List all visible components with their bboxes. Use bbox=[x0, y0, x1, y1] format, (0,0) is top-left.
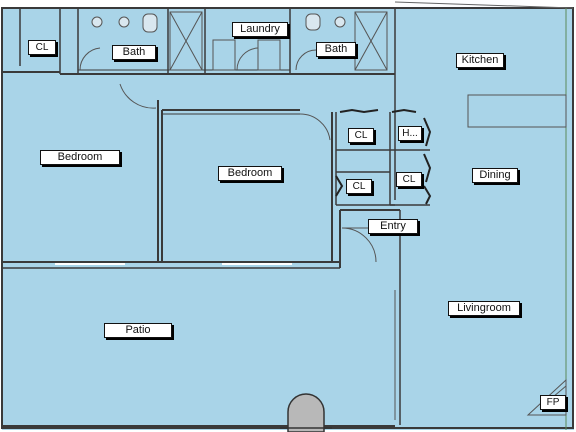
shower-right bbox=[354, 11, 388, 71]
label-fireplace: FP bbox=[540, 395, 566, 410]
shower-left bbox=[169, 11, 203, 71]
label-bath-right: Bath bbox=[316, 42, 356, 57]
door-arcs-top bbox=[79, 47, 317, 109]
label-cl-hall-lower: CL bbox=[346, 179, 372, 194]
laundry-dryer bbox=[257, 39, 281, 71]
label-cl-hall-upper: CL bbox=[348, 128, 374, 143]
label-cl-top-left: CL bbox=[28, 40, 56, 55]
label-laundry: Laundry bbox=[232, 22, 288, 37]
closet-bifold-doors bbox=[335, 108, 432, 205]
laundry-washer bbox=[212, 39, 236, 71]
door-arc-entry bbox=[341, 227, 377, 263]
label-bath-left: Bath bbox=[112, 45, 156, 60]
label-cl-hall-right: CL bbox=[396, 172, 422, 187]
door-arc-bedroom-center bbox=[299, 113, 331, 141]
kitchen-counter bbox=[467, 94, 567, 128]
patio-arch bbox=[287, 393, 325, 432]
label-entry: Entry bbox=[368, 219, 418, 234]
top-right-roof-edge bbox=[394, 1, 574, 9]
label-h-closet: H... bbox=[398, 126, 422, 141]
label-dining: Dining bbox=[472, 168, 518, 183]
bath-left-fixtures bbox=[91, 13, 158, 33]
label-bedroom-left: Bedroom bbox=[40, 150, 120, 165]
hall-closets bbox=[335, 112, 430, 206]
label-livingroom: Livingroom bbox=[448, 301, 520, 316]
label-bedroom-center: Bedroom bbox=[218, 166, 282, 181]
label-patio: Patio bbox=[104, 323, 172, 338]
label-kitchen: Kitchen bbox=[456, 53, 504, 68]
bath-right-fixtures bbox=[305, 13, 346, 31]
floor-area bbox=[2, 8, 574, 430]
